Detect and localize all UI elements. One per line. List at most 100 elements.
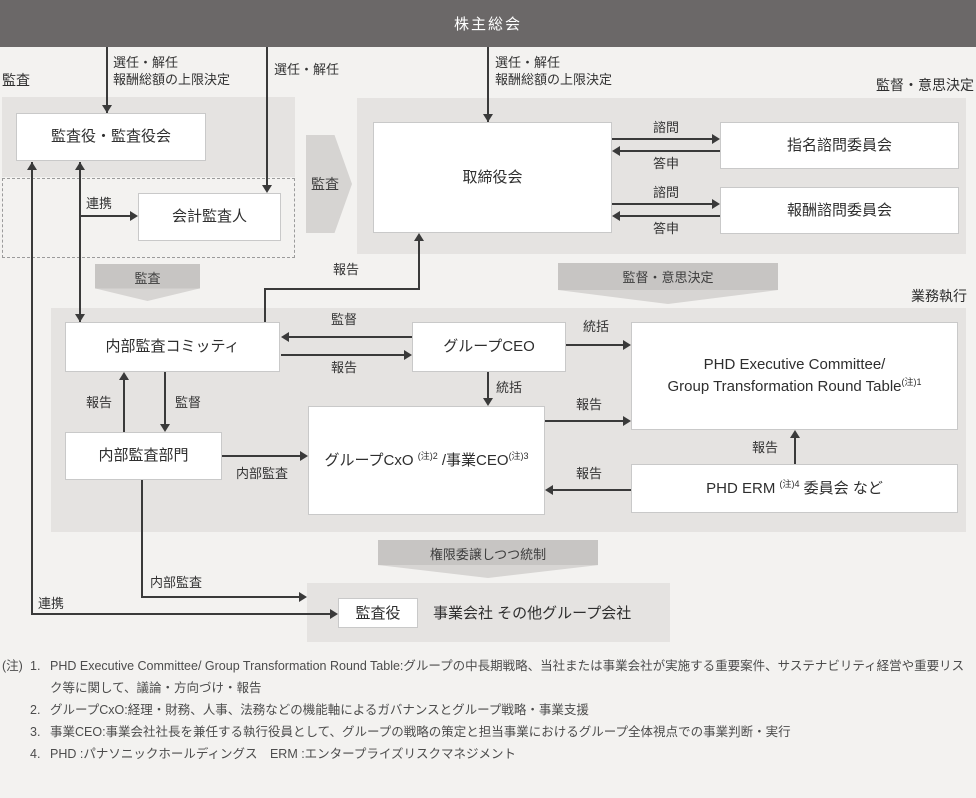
connector-line <box>553 489 631 491</box>
footnote-text: PHD Executive Committee/ Group Transform… <box>50 659 965 695</box>
label-appoint-dismiss-mid: 選任・解任 <box>274 62 340 77</box>
arrowhead <box>483 114 493 122</box>
group-cxo-note-ref: (注)2 <box>417 450 438 461</box>
connector-line <box>545 420 623 422</box>
subsidiary-companies-label: 事業会社 その他グループ会社 <box>433 605 632 622</box>
label-report-to-board: 報告 <box>333 262 360 277</box>
phd-erm-label: PHD ERM <box>706 479 780 497</box>
group-cxo-label: グループCxO <box>324 451 418 469</box>
connector-line <box>106 47 108 113</box>
footnote-number: 2. <box>30 703 41 717</box>
arrowhead <box>790 430 800 438</box>
shareholders-meeting-bar: 株主総会 <box>0 0 976 47</box>
connector-line <box>794 438 796 464</box>
label-reply-compensation: 答申 <box>652 221 679 236</box>
arrowhead <box>545 485 553 495</box>
arrowhead <box>130 211 138 221</box>
arrowhead <box>102 105 112 113</box>
label-internal-audit-subsidiary: 内部監査 <box>150 575 203 590</box>
label-appoint-dismiss-cap-center: 選任・解任 報酬総額の上限決定 <box>495 54 612 88</box>
label-appoint-dismiss: 選任・解任 <box>495 55 561 70</box>
footnote-text: 事業CEO:事業会社社長を兼任する執行役員として、グループの戦略の策定と担当事業… <box>50 725 791 739</box>
section-label-business-execution: 業務執行 <box>911 288 967 304</box>
connector-line <box>79 162 81 322</box>
footnote-item: 1. PHD Executive Committee/ Group Transf… <box>30 655 975 699</box>
arrowhead <box>119 372 129 380</box>
label-consult-nomination: 諮問 <box>652 120 679 135</box>
arrowhead <box>262 185 272 193</box>
phd-erm-note-ref: (注)4 <box>779 478 800 489</box>
arrowhead <box>712 199 720 209</box>
connector-line <box>123 380 125 432</box>
connector-line <box>31 162 33 614</box>
label-internal-audit-cxo: 内部監査 <box>236 466 289 481</box>
label-compensation-cap: 報酬総額の上限決定 <box>495 72 613 87</box>
connector-line <box>222 455 300 457</box>
connector-line <box>487 372 489 398</box>
footnote-prefix: (注) <box>2 659 23 673</box>
box-accounting-auditor: 会計監査人 <box>138 193 281 241</box>
arrowhead <box>27 162 37 170</box>
box-phd-executive-committee: PHD Executive Committee/ Group Transform… <box>631 322 958 430</box>
label-appoint-dismiss: 選任・解任 <box>113 55 179 70</box>
label-report-dept-iac: 報告 <box>86 395 113 410</box>
label-consult-compensation: 諮問 <box>652 185 679 200</box>
business-ceo-note-ref: (注)3 <box>508 450 529 461</box>
arrowhead <box>612 146 620 156</box>
box-phd-erm-committee: PHD ERM (注)4 委員会 など <box>631 464 958 513</box>
label-cooperation-subsidiary: 連携 <box>38 596 65 611</box>
banner-audit-label: 監査 <box>134 271 161 286</box>
box-compensation-committee: 報酬諮問委員会 <box>720 187 959 234</box>
connector-line <box>289 336 412 338</box>
box-internal-audit-committee: 内部監査コミッティ <box>65 322 280 372</box>
arrowhead <box>404 350 412 360</box>
box-group-cxo-business-ceo: グループCxO (注)2 /事業CEO(注)3 <box>308 406 545 515</box>
label-appoint-dismiss-cap-left: 選任・解任 報酬総額の上限決定 <box>113 54 230 88</box>
banner-delegate-label: 権限委譲しつつ統制 <box>429 547 547 562</box>
connector-line <box>487 47 489 122</box>
box-nomination-committee: 指名諮問委員会 <box>720 122 959 169</box>
section-label-supervision-decision: 監督・意思決定 <box>876 77 974 93</box>
arrowhead <box>712 134 720 144</box>
footnote-number: 1. <box>30 659 41 673</box>
label-report-erm-cxo: 報告 <box>576 466 603 481</box>
section-label-audit: 監査 <box>2 72 30 88</box>
footnote-number: 3. <box>30 725 41 739</box>
arrowhead <box>160 424 170 432</box>
footnotes: (注) 1. PHD Executive Committee/ Group Tr… <box>2 655 975 765</box>
connector-line <box>612 203 712 205</box>
arrowhead <box>75 162 85 170</box>
phd-exec-line1: PHD Executive Committee/ <box>703 356 886 373</box>
box-board-of-directors: 取締役会 <box>373 122 612 233</box>
label-report-erm-exec: 報告 <box>752 440 779 455</box>
label-report-cxo-exec: 報告 <box>576 397 603 412</box>
connector-line <box>164 372 166 424</box>
arrowhead <box>330 609 338 619</box>
box-subsidiary-auditor: 監査役 <box>338 597 418 628</box>
connector-line <box>141 596 299 598</box>
label-compensation-cap: 報酬総額の上限決定 <box>113 72 231 87</box>
arrowhead <box>75 314 85 322</box>
audit-right-arrow: 監査 <box>306 135 352 233</box>
banner-supervision-label: 監督・意思決定 <box>622 270 714 285</box>
connector-line <box>612 138 712 140</box>
arrowhead <box>299 592 307 602</box>
connector-line <box>418 241 420 289</box>
connector-line <box>620 150 720 152</box>
phd-exec-note-ref: (注)1 <box>901 377 922 387</box>
label-supervise-ceo-iac: 監督 <box>331 312 358 327</box>
connector-line <box>79 215 130 217</box>
arrowhead <box>281 332 289 342</box>
panel-accounting-auditor-dashed <box>2 178 295 258</box>
banner-supervision-down-arrow: 監督・意思決定 <box>558 263 778 304</box>
audit-right-arrow-label: 監査 <box>311 176 339 192</box>
label-reply-nomination: 答申 <box>652 156 679 171</box>
box-audit-board: 監査役・監査役会 <box>16 113 206 161</box>
arrowhead <box>623 416 631 426</box>
phd-exec-line2: Group Transformation Round Table <box>667 378 902 395</box>
connector-line <box>141 480 143 598</box>
footnote-text: グループCxO:経理・財務、人事、法務などの機能軸によるガバナンスとグループ戦略… <box>50 703 589 717</box>
box-group-ceo: グループCEO <box>412 322 566 372</box>
label-cooperation-auditor: 連携 <box>86 196 113 211</box>
